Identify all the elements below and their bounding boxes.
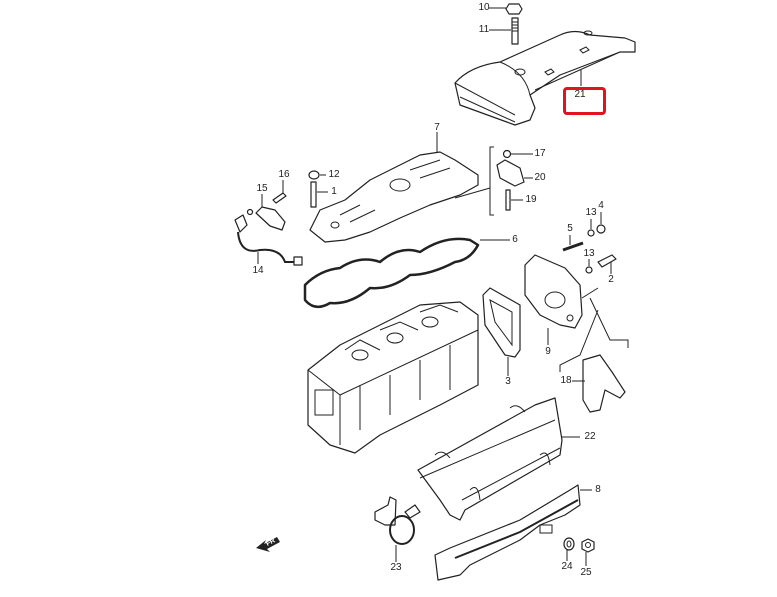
part-2-bolt	[597, 254, 617, 274]
callout-4[interactable]: 4	[598, 200, 604, 211]
callout-14[interactable]: 14	[252, 265, 264, 276]
callout-3[interactable]: 3	[505, 376, 511, 387]
part-13-washer-lower	[585, 259, 593, 274]
part-11-stud	[489, 17, 519, 45]
callout-10[interactable]: 10	[478, 2, 490, 13]
part-25-nut	[581, 538, 595, 566]
part-18-bracket	[572, 354, 626, 413]
part-22-heat-shield	[417, 397, 580, 521]
part-24-washer	[563, 537, 575, 561]
part-5-stud	[562, 235, 584, 252]
part-14-sensor-harness	[234, 214, 303, 266]
part-1-stud	[310, 181, 328, 208]
callout-22[interactable]: 22	[584, 431, 596, 442]
callout-15[interactable]: 15	[256, 183, 268, 194]
part-13-washer	[587, 219, 595, 237]
part-6-gasket	[303, 237, 510, 309]
part-9-housing	[524, 254, 629, 372]
front-direction-arrow-icon	[256, 537, 280, 552]
callout-12[interactable]: 12	[328, 169, 340, 180]
callout-16[interactable]: 16	[278, 169, 290, 180]
callout-9[interactable]: 9	[545, 346, 551, 357]
callout-13[interactable]: 13	[585, 207, 597, 218]
part-16-bolt	[272, 180, 287, 204]
cylinder-head	[307, 301, 479, 454]
callout-1[interactable]: 1	[331, 186, 337, 197]
bracket-group-17-20-19	[454, 146, 533, 216]
callout-6[interactable]: 6	[512, 234, 518, 245]
part-23-clamp	[374, 496, 421, 562]
callout-20[interactable]: 20	[534, 172, 546, 183]
callout-5[interactable]: 5	[567, 223, 573, 234]
callout-21[interactable]: 21	[574, 89, 586, 100]
callout-8[interactable]: 8	[595, 484, 601, 495]
callout-2[interactable]: 2	[608, 274, 614, 285]
callout-7[interactable]: 7	[434, 122, 440, 133]
callout-13-lower[interactable]: 13	[583, 248, 595, 259]
part-7-head-cover	[309, 132, 479, 243]
part-21-engine-cover	[454, 30, 636, 126]
part-8-bracket	[434, 484, 592, 581]
callout-17[interactable]: 17	[534, 148, 546, 159]
callout-25[interactable]: 25	[580, 567, 592, 578]
callout-11[interactable]: 11	[478, 24, 490, 35]
part-12-nut	[308, 170, 326, 180]
part-4-nut	[596, 212, 606, 234]
highlight-box-part-21	[563, 87, 606, 115]
callout-23[interactable]: 23	[390, 562, 402, 573]
part-15-sensor-bracket	[246, 194, 286, 231]
callout-18[interactable]: 18	[560, 375, 572, 386]
callout-19[interactable]: 19	[525, 194, 537, 205]
part-3-cover-plate	[482, 287, 521, 376]
callout-24[interactable]: 24	[561, 561, 573, 572]
part-10-nut	[489, 3, 523, 15]
